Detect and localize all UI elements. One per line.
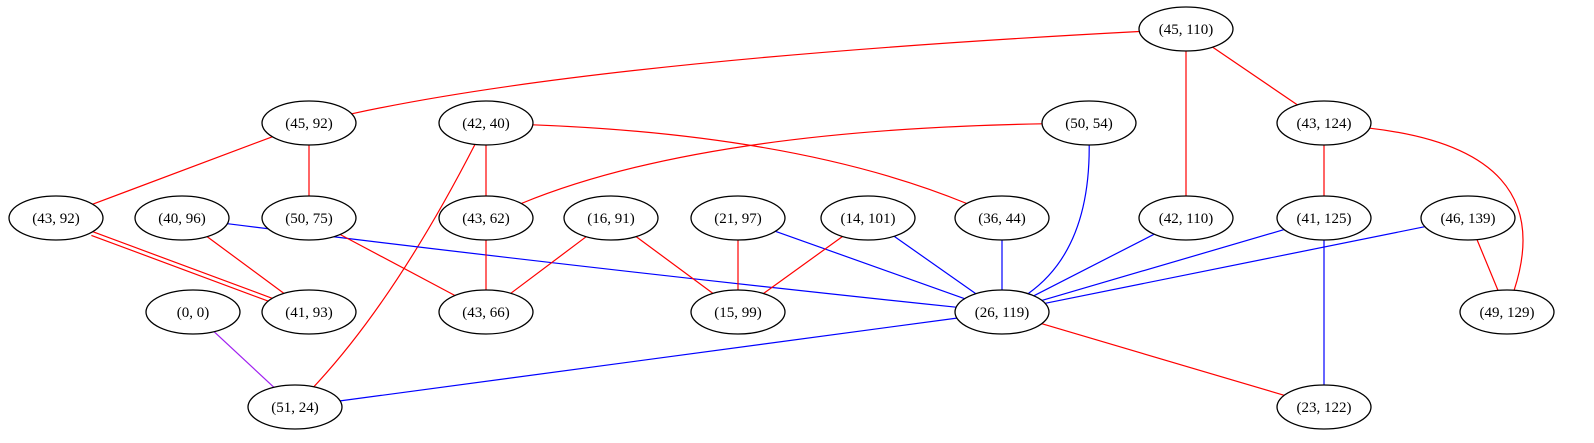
node-ellipse: [134, 195, 230, 241]
node-label: (42, 40): [462, 116, 510, 132]
graph-node-41_93: (41, 93): [261, 289, 357, 335]
node-label: (0, 0): [177, 305, 210, 321]
node-label: (26, 119): [975, 305, 1029, 321]
node-ellipse: [261, 100, 357, 146]
node-ellipse: [438, 289, 534, 335]
graph-node-50_54: (50, 54): [1041, 100, 1137, 146]
graph-node-43_124: (43, 124): [1276, 100, 1372, 146]
node-ellipse: [563, 195, 659, 241]
node-label: (43, 124): [1297, 116, 1352, 132]
node-label: (15, 99): [714, 305, 762, 321]
node-ellipse: [438, 195, 534, 241]
graph-node-40_96: (40, 96): [134, 195, 230, 241]
node-ellipse: [8, 195, 104, 241]
node-ellipse: [247, 384, 343, 430]
graph-node-15_99: (15, 99): [690, 289, 786, 335]
node-label: (45, 92): [285, 116, 333, 132]
graph-node-49_129: (49, 129): [1459, 289, 1555, 335]
graph-node-42_40: (42, 40): [438, 100, 534, 146]
node-ellipse: [954, 195, 1050, 241]
node-ellipse: [1276, 195, 1372, 241]
node-label: (40, 96): [158, 211, 206, 227]
edge-16_91-to-15_99: [635, 236, 714, 294]
graph-node-46_139: (46, 139): [1420, 195, 1516, 241]
graph-node-43_92: (43, 92): [8, 195, 104, 241]
node-ellipse: [954, 289, 1050, 335]
edge-46_139-to-49_129: [1476, 239, 1499, 291]
node-ellipse: [1420, 195, 1516, 241]
graph-node-43_62: (43, 62): [438, 195, 534, 241]
graph-node-0_0: (0, 0): [145, 289, 241, 335]
node-ellipse: [261, 289, 357, 335]
edge-43_124-to-49_129: [1369, 127, 1524, 291]
edge-41_125-to-26_119: [1041, 229, 1285, 301]
node-label: (41, 93): [285, 305, 333, 321]
node-ellipse: [1138, 6, 1234, 52]
edge-50_75-to-43_66: [339, 233, 456, 297]
node-label: (23, 122): [1297, 400, 1352, 416]
node-ellipse: [820, 195, 916, 241]
graph-node-41_125: (41, 125): [1276, 195, 1372, 241]
edge-43_92-to-41_93: [91, 234, 272, 303]
node-ellipse: [1459, 289, 1555, 335]
node-label: (41, 125): [1297, 211, 1352, 227]
graph-node-45_110: (45, 110): [1138, 6, 1234, 52]
node-label: (14, 101): [841, 211, 896, 227]
edge-42_110-to-26_119: [1033, 233, 1155, 297]
node-label: (50, 54): [1065, 116, 1113, 132]
edge-layer: [91, 30, 1524, 402]
edge-14_101-to-26_119: [893, 235, 977, 295]
node-label: (43, 66): [462, 305, 510, 321]
node-label: (51, 24): [271, 400, 319, 416]
graph-node-42_110: (42, 110): [1138, 195, 1234, 241]
graph-node-26_119: (26, 119): [954, 289, 1050, 335]
graph-node-14_101: (14, 101): [820, 195, 916, 241]
node-label: (43, 62): [462, 211, 510, 227]
graph-node-36_44: (36, 44): [954, 195, 1050, 241]
node-label: (46, 139): [1441, 211, 1496, 227]
edge-50_54-to-43_62: [521, 123, 1043, 205]
graph-node-51_24: (51, 24): [247, 384, 343, 430]
edge-45_92-to-43_92: [92, 136, 273, 205]
edge-45_110-to-45_92: [351, 30, 1140, 115]
node-layer: (45, 110) (45, 92) (42, 40) (50, 54) (43, 12…: [8, 6, 1555, 430]
node-ellipse: [690, 289, 786, 335]
node-ellipse: [261, 195, 357, 241]
edge-26_119-to-23_122: [1041, 323, 1285, 396]
edge-42_40-to-36_44: [532, 124, 967, 205]
edge-21_97-to-26_119: [775, 230, 965, 300]
graph-node-23_122: (23, 122): [1276, 384, 1372, 430]
node-ellipse: [438, 100, 534, 146]
edge-43_92-to-41_93: [92, 231, 273, 299]
node-ellipse: [1041, 100, 1137, 146]
node-ellipse: [690, 195, 786, 241]
graph-node-50_75: (50, 75): [261, 195, 357, 241]
edge-26_119-to-51_24: [340, 317, 957, 402]
edge-42_40-to-51_24: [313, 144, 476, 388]
node-ellipse: [1138, 195, 1234, 241]
node-ellipse: [145, 289, 241, 335]
edge-16_91-to-43_66: [510, 236, 587, 294]
graph-node-21_97: (21, 97): [690, 195, 786, 241]
graph-node-45_92: (45, 92): [261, 100, 357, 146]
node-label: (49, 129): [1480, 305, 1535, 321]
edge-45_110-to-43_124: [1212, 46, 1298, 106]
node-ellipse: [1276, 100, 1372, 146]
edge-50_54-to-26_119: [1027, 144, 1090, 295]
graph-node-43_66: (43, 66): [438, 289, 534, 335]
node-label: (50, 75): [285, 211, 333, 227]
node-label: (45, 110): [1159, 22, 1213, 38]
edge-40_96-to-41_93: [206, 236, 285, 294]
node-label: (36, 44): [978, 211, 1026, 227]
edge-0_0-to-51_24: [213, 331, 275, 388]
node-ellipse: [1276, 384, 1372, 430]
node-label: (21, 97): [714, 211, 762, 227]
node-label: (16, 91): [587, 211, 635, 227]
edge-14_101-to-15_99: [763, 236, 843, 294]
node-label: (43, 92): [32, 211, 80, 227]
edge-46_139-to-26_119: [1045, 226, 1425, 304]
node-label: (42, 110): [1159, 211, 1213, 227]
graph-node-16_91: (16, 91): [563, 195, 659, 241]
